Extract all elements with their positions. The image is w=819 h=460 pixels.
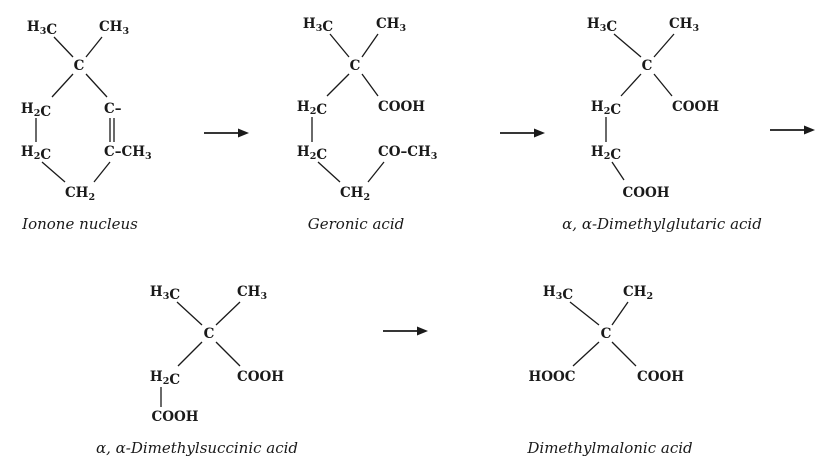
bond bbox=[361, 73, 379, 97]
caption-geronic: Geronic acid bbox=[308, 215, 404, 233]
carboxyl-left-label: HOOC bbox=[528, 369, 575, 385]
caption-ionone: Ionone nucleus bbox=[21, 215, 138, 233]
bond bbox=[620, 73, 642, 97]
methyl-right-label: CH3 bbox=[99, 19, 129, 37]
bond bbox=[215, 301, 241, 326]
bond bbox=[611, 301, 629, 326]
ch2-label: H2C bbox=[591, 99, 621, 118]
bond bbox=[41, 161, 66, 183]
carboxyl-label: COOH bbox=[237, 369, 284, 385]
bond bbox=[85, 36, 103, 58]
carboxyl-bottom-label: COOH bbox=[151, 409, 198, 425]
methyl-right-label: CH3 bbox=[669, 16, 699, 34]
caption-dimethylsuccinic: α, α-Dimethylsuccinic acid bbox=[96, 439, 298, 457]
methyl-right-label: CH2 bbox=[623, 284, 653, 302]
bond bbox=[215, 341, 241, 367]
quaternary-carbon-label: C bbox=[601, 326, 612, 342]
carboxyl-bottom-label: COOH bbox=[622, 185, 669, 201]
ch2-label: H2C bbox=[297, 99, 327, 118]
bond bbox=[569, 301, 600, 326]
acetyl-label: CO–CH3 bbox=[378, 144, 437, 162]
quaternary-carbon-label: C bbox=[350, 58, 361, 74]
caption-dimethylglutaric: α, α-Dimethylglutaric acid bbox=[562, 215, 762, 233]
bond bbox=[176, 301, 203, 326]
bond bbox=[611, 161, 625, 181]
carboxyl-label: COOH bbox=[672, 99, 719, 115]
methyl-right-label: CH3 bbox=[237, 284, 267, 302]
ring-carbon-methyl-label: C–CH3 bbox=[104, 144, 152, 162]
methyl-left-label: H3C bbox=[303, 16, 333, 35]
bond bbox=[653, 73, 673, 97]
bond bbox=[329, 33, 350, 58]
reaction-arrow-4 bbox=[383, 326, 428, 336]
bond bbox=[611, 341, 637, 367]
quaternary-carbon-label: C bbox=[204, 326, 215, 342]
ch2-label: H2C bbox=[150, 369, 180, 388]
ch2-bottom-label: CH2 bbox=[340, 185, 370, 203]
bond bbox=[361, 33, 379, 58]
bond bbox=[326, 73, 350, 97]
reaction-arrow-2 bbox=[500, 128, 545, 138]
methyl-right-label: CH3 bbox=[376, 16, 406, 34]
bond bbox=[51, 73, 74, 98]
ring-ch2-lower-label: H2C bbox=[21, 144, 51, 163]
ch2-label: H2C bbox=[591, 144, 621, 163]
methyl-left-label: H3C bbox=[543, 284, 573, 303]
bond bbox=[613, 33, 642, 58]
methyl-left-label: H3C bbox=[150, 284, 180, 303]
quaternary-carbon-label: C bbox=[642, 58, 653, 74]
bond bbox=[317, 161, 341, 183]
ring-carbon-label: C– bbox=[104, 101, 122, 117]
bond bbox=[653, 33, 675, 58]
methyl-left-label: H3C bbox=[587, 16, 617, 35]
reaction-arrow-3 bbox=[770, 125, 815, 135]
quaternary-carbon-label: C bbox=[74, 58, 85, 74]
caption-dimethylmalonic: Dimethylmalonic acid bbox=[526, 439, 692, 457]
bond bbox=[367, 161, 385, 183]
bond bbox=[93, 161, 111, 183]
ch2-label: H2C bbox=[297, 144, 327, 163]
ring-ch2-upper-label: H2C bbox=[21, 101, 51, 120]
reaction-arrow-1 bbox=[204, 128, 249, 138]
bond bbox=[572, 341, 600, 367]
ring-ch2-bottom-label: CH2 bbox=[65, 185, 95, 203]
methyl-left-label: H3C bbox=[27, 19, 57, 38]
bond bbox=[177, 341, 203, 367]
carboxyl-label: COOH bbox=[378, 99, 425, 115]
bond bbox=[53, 36, 74, 58]
carboxyl-right-label: COOH bbox=[637, 369, 684, 385]
bond bbox=[85, 73, 108, 98]
